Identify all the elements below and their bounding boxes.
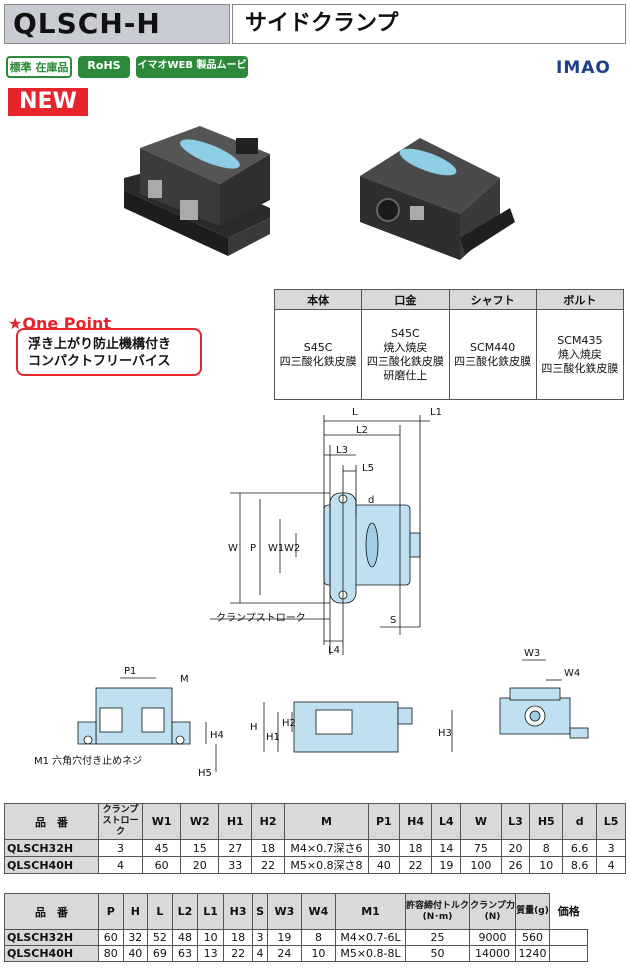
t1-h-W: W — [460, 803, 502, 840]
new-badge: NEW — [8, 88, 88, 116]
m1-note: M1 六角穴付き止めネジ — [34, 754, 142, 767]
dim-L3: L3 — [336, 445, 348, 456]
dim-H1: H1 — [266, 732, 280, 743]
dim-W2: W2 — [284, 543, 300, 554]
clamp-photo-rear — [360, 138, 515, 260]
model-title: QLSCH-H — [4, 4, 230, 44]
t2-h-H: H — [122, 893, 149, 930]
t1-h-H1: H1 — [218, 803, 253, 840]
t2-h-P: P — [98, 893, 124, 930]
t2-h-M1: M1 — [335, 893, 406, 930]
t1-h-part: 品 番 — [4, 803, 99, 840]
mat-header-jaw: 口金 — [361, 289, 450, 310]
t1-h-d: d — [562, 803, 598, 840]
one-point-box: 浮き上がり防止機構付き コンパクトフリーバイス — [16, 328, 202, 376]
dim-L2: L2 — [356, 425, 368, 436]
rohs-badge: RoHS — [78, 56, 130, 78]
dim-H: H — [250, 722, 258, 733]
t2-h-clamp-force: クランプ力(N) — [469, 893, 516, 930]
t1-h-H5: H5 — [529, 803, 564, 840]
t2-h-L2: L2 — [171, 893, 199, 930]
dim-W3: W3 — [524, 648, 540, 659]
t1-h-P1: P1 — [367, 803, 400, 840]
t2-h-torque: 許容締付トルク(N･m) — [405, 893, 470, 930]
t2-h-L: L — [147, 893, 173, 930]
mat-header-body: 本体 — [273, 289, 363, 310]
dim-L4: L4 — [328, 645, 340, 656]
imao-logo: IMAO — [556, 58, 611, 78]
one-point-line2: コンパクトフリーバイス — [28, 354, 171, 369]
dim-H5: H5 — [198, 768, 212, 779]
t2-h-L1: L1 — [197, 893, 224, 930]
t1-h-L4: L4 — [431, 803, 462, 840]
spec-table-1: 品 番 クランプストローク W1 W2 H1 H2 M P1 H4 L4 W L… — [4, 803, 626, 874]
t1-h-L3: L3 — [500, 803, 531, 840]
t2-h-price: 価格 — [549, 893, 588, 930]
t1-h-W2: W2 — [180, 803, 220, 840]
dim-W4: W4 — [564, 668, 580, 679]
dim-H3: H3 — [438, 728, 452, 739]
dim-clamp-stroke: クランプストローク — [216, 612, 306, 624]
dim-L5: L5 — [362, 463, 374, 474]
dim-d: d — [368, 495, 374, 506]
t2-h-part: 品 番 — [4, 893, 99, 930]
dim-L1: L1 — [430, 407, 442, 418]
dim-H4: H4 — [210, 730, 224, 741]
t2-h-mass: 質量(g) — [515, 893, 550, 930]
t1-h-M: M — [283, 803, 369, 840]
dim-M: M — [180, 674, 189, 685]
t2-h-H3: H3 — [222, 893, 254, 930]
spec-table-2: 品 番 P H L L2 L1 H3 S W3 W4 M1 許容締付トルク(N･… — [4, 893, 588, 962]
front-view-drawing: P1 M H4 H5 M1 六角穴付き止めネジ — [34, 666, 224, 779]
dim-S: S — [390, 615, 396, 626]
t2-h-W3: W3 — [266, 893, 302, 930]
dim-P: P — [250, 543, 256, 554]
dim-P1: P1 — [124, 666, 136, 677]
dim-W: W — [228, 543, 238, 554]
product-photo — [124, 126, 515, 260]
dim-H2: H2 — [282, 718, 296, 729]
t1-h-L5: L5 — [596, 803, 626, 840]
top-view-drawing: L L1 L2 L3 L5 d W P W1 W2 クランプストローク S L4 — [210, 407, 442, 656]
t2-h-W4: W4 — [300, 893, 337, 930]
t1-h-H4: H4 — [398, 803, 433, 840]
mat-header-bolt: ボルト — [535, 289, 625, 310]
dim-W1: W1 — [268, 543, 284, 554]
t2-h-S: S — [252, 893, 268, 930]
one-point-line1: 浮き上がり防止機構付き — [28, 337, 172, 352]
side-view-drawing: H H1 H2 H3 — [250, 701, 453, 753]
t1-h-W1: W1 — [141, 803, 182, 840]
movie-badge[interactable]: イマオWEB 製品ムービー公開 — [136, 56, 248, 91]
t1-h-stroke: クランプストローク — [98, 803, 143, 840]
clamp-photo-front — [124, 126, 270, 256]
stock-badge: 標準 在庫品 — [6, 56, 72, 78]
dim-L: L — [352, 407, 358, 418]
end-view-drawing: W3 W4 — [499, 648, 589, 739]
mat-header-shaft: シャフト — [448, 289, 537, 310]
t1-h-H2: H2 — [251, 803, 285, 840]
product-name: サイドクランプ — [232, 4, 626, 44]
